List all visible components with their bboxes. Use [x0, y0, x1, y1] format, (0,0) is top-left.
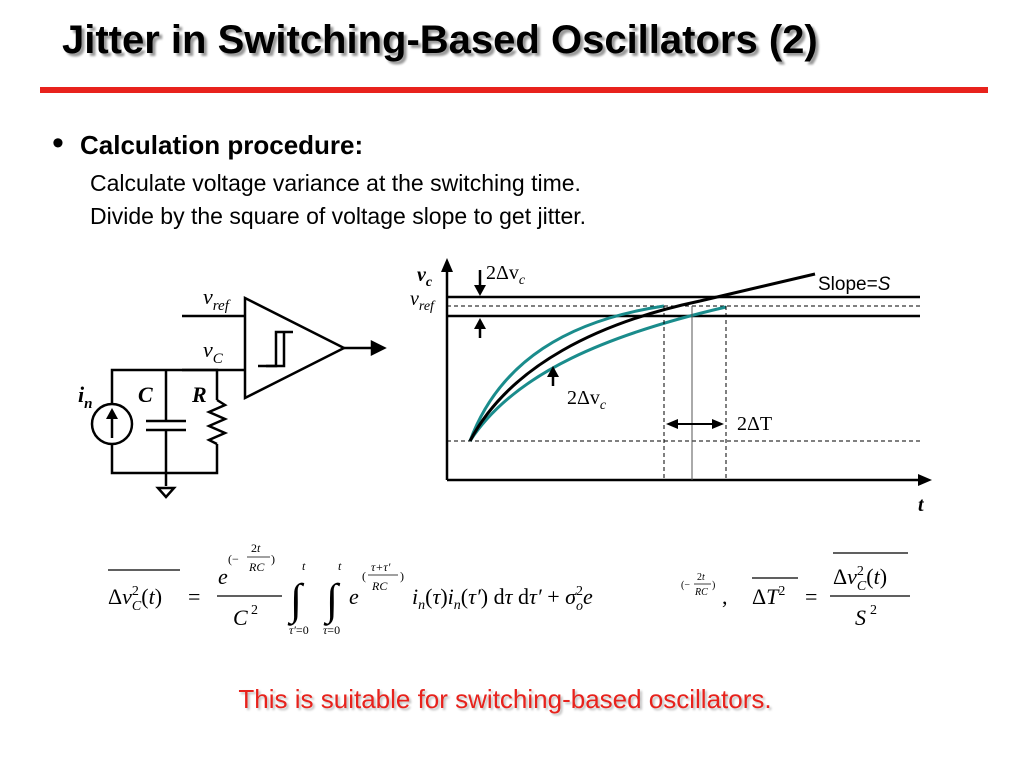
svg-text:τ=0: τ=0 — [323, 623, 340, 637]
bottom-delta-label: 2Δvc — [567, 387, 607, 413]
svg-text:t: t — [302, 559, 306, 573]
svg-text:∫: ∫ — [287, 575, 305, 626]
circuit-res-label: R — [191, 382, 207, 407]
y-axis-arrow — [441, 258, 453, 272]
svg-text:(: ( — [362, 569, 366, 583]
svg-text:S: S — [855, 605, 866, 630]
comparator-circuit — [90, 295, 387, 499]
svg-text:,: , — [722, 584, 728, 609]
waveform-plot — [441, 258, 932, 486]
svg-text:t: t — [338, 559, 342, 573]
svg-text:e: e — [218, 564, 228, 589]
title-underline — [40, 87, 988, 93]
teal-curve-upper — [468, 304, 665, 442]
top-delta-label: 2Δvc — [486, 262, 526, 288]
teal-curve-lower — [468, 305, 727, 442]
bullet-dot: • — [52, 124, 64, 162]
svg-text:e: e — [349, 584, 359, 609]
svg-text:): ) — [271, 552, 275, 566]
svg-text:): ) — [712, 580, 715, 591]
bottom-node-wire — [110, 444, 219, 475]
output-arrow — [370, 339, 387, 357]
svg-text:C: C — [233, 605, 248, 630]
svg-text:τ′=0: τ′=0 — [289, 623, 309, 637]
bottom-delta-arrowhead — [547, 366, 559, 377]
svg-text:RC: RC — [694, 587, 708, 598]
svg-text:ΔT2: ΔT2 — [752, 584, 785, 609]
svg-text:(−: (− — [681, 580, 690, 591]
svg-text:(−: (− — [228, 552, 239, 566]
procedure-line-1: Calculate voltage variance at the switch… — [90, 170, 581, 196]
axis-vc-label: vc — [417, 264, 433, 290]
lower-left-arrowhead — [474, 318, 486, 329]
axis-vref-label: vref — [410, 288, 436, 314]
comparator-triangle — [243, 295, 347, 401]
svg-text:RC: RC — [371, 579, 388, 593]
jitter-arrow-right — [712, 419, 724, 429]
circuit-vc-label: vC — [203, 337, 224, 367]
svg-text:∫: ∫ — [323, 575, 341, 626]
bullet-heading: Calculation procedure: — [80, 130, 364, 160]
svg-text:RC: RC — [248, 560, 265, 574]
svg-text:2: 2 — [870, 603, 877, 618]
circuit-in-label: in — [78, 382, 92, 412]
ground-icon — [155, 486, 177, 499]
jitter-arrow-left — [666, 419, 678, 429]
procedure-line-2: Divide by the square of voltage slope to… — [90, 203, 587, 229]
svg-text:): ) — [400, 569, 404, 583]
footer-note: This is suitable for switching-based osc… — [238, 684, 772, 714]
svg-text:=: = — [805, 584, 817, 609]
x-axis-arrow — [918, 474, 932, 486]
circuit-vref-label: vref — [203, 284, 231, 314]
svg-text:2t: 2t — [251, 541, 261, 555]
jitter-label: 2ΔT — [737, 413, 772, 435]
slope-label: Slope=S — [818, 274, 891, 295]
resistor-zigzag — [205, 398, 229, 446]
svg-text:τ+τ′: τ+τ′ — [371, 560, 391, 574]
current-source-arrowhead — [106, 408, 118, 419]
top-delta-arrowhead — [474, 285, 486, 296]
hysteresis-icon-lower — [266, 332, 286, 368]
svg-text:2t: 2t — [697, 572, 705, 583]
x-axis-t-label: t — [918, 494, 925, 516]
circuit-cap-label: C — [138, 382, 153, 407]
nominal-curve — [468, 272, 816, 442]
slide-title: Jitter in Switching-Based Oscillators (2… — [62, 18, 818, 62]
svg-text:2: 2 — [251, 603, 258, 618]
top-node-wire — [110, 368, 219, 404]
svg-text:=: = — [188, 584, 200, 609]
